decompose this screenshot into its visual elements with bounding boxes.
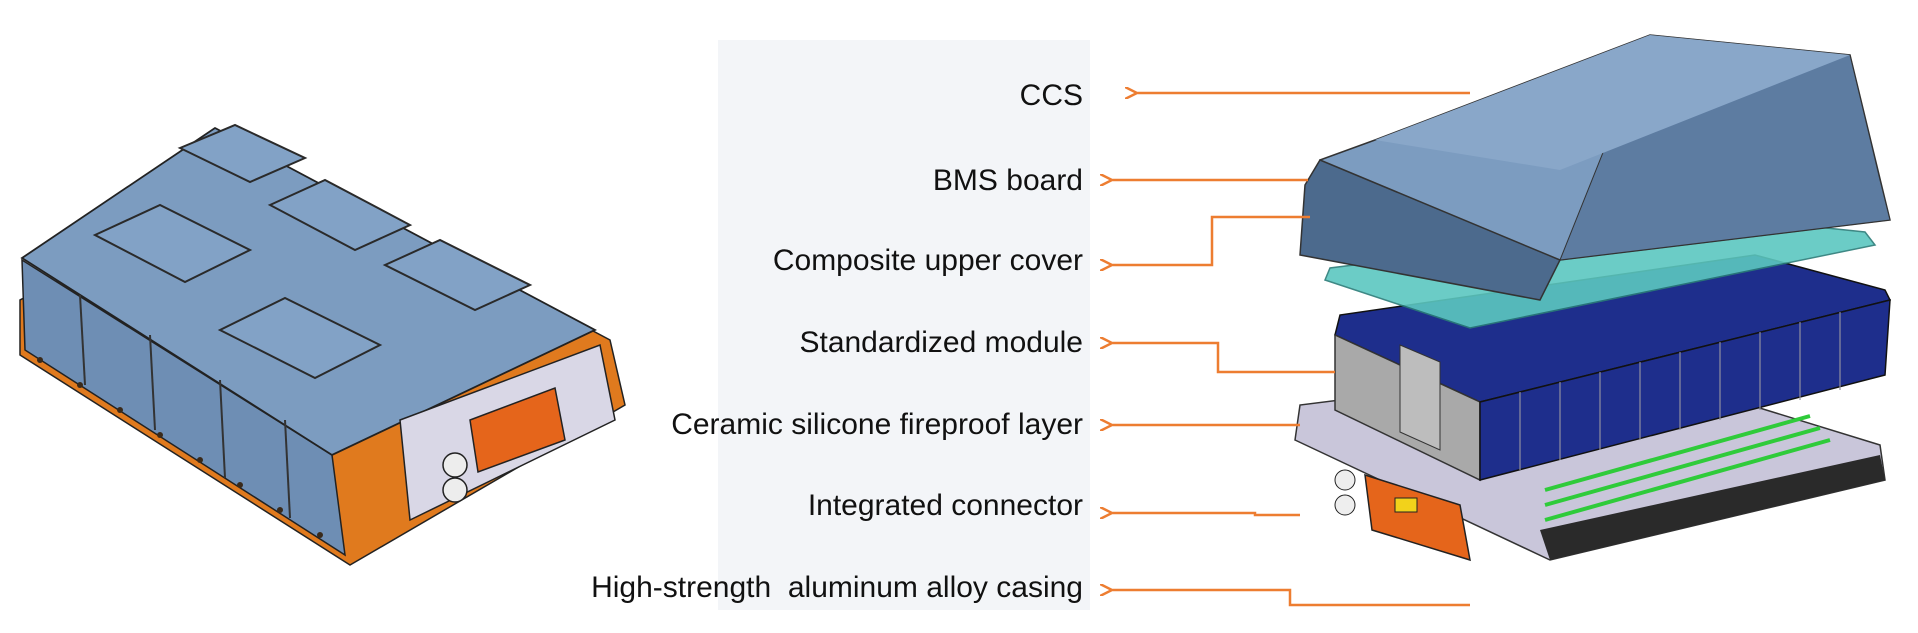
- casing-arrow: [1110, 590, 1470, 607]
- ccs-label: CCS: [1020, 79, 1083, 112]
- upper-cover-arrow: [1110, 215, 1310, 265]
- standardized-module-label: Standardized module: [799, 326, 1083, 359]
- ccs-board: [1323, 217, 1877, 329]
- connector-arrow: [1110, 513, 1300, 515]
- aluminum-alloy-casing-label: High-strength aluminum alloy casing: [591, 571, 1083, 604]
- bms-board-label: BMS board: [933, 164, 1083, 197]
- assembled-pack-illustration: [19, 123, 626, 566]
- module-arrow: [1110, 343, 1335, 374]
- composite-upper-cover-label: Composite upper cover: [773, 244, 1083, 277]
- label-panel: [718, 40, 1090, 610]
- ceramic-silicone-fireproof-layer-label: Ceramic silicone fireproof layer: [671, 408, 1083, 441]
- integrated-connector-label: Integrated connector: [808, 489, 1083, 522]
- exploded-view-illustration: [1294, 34, 1892, 562]
